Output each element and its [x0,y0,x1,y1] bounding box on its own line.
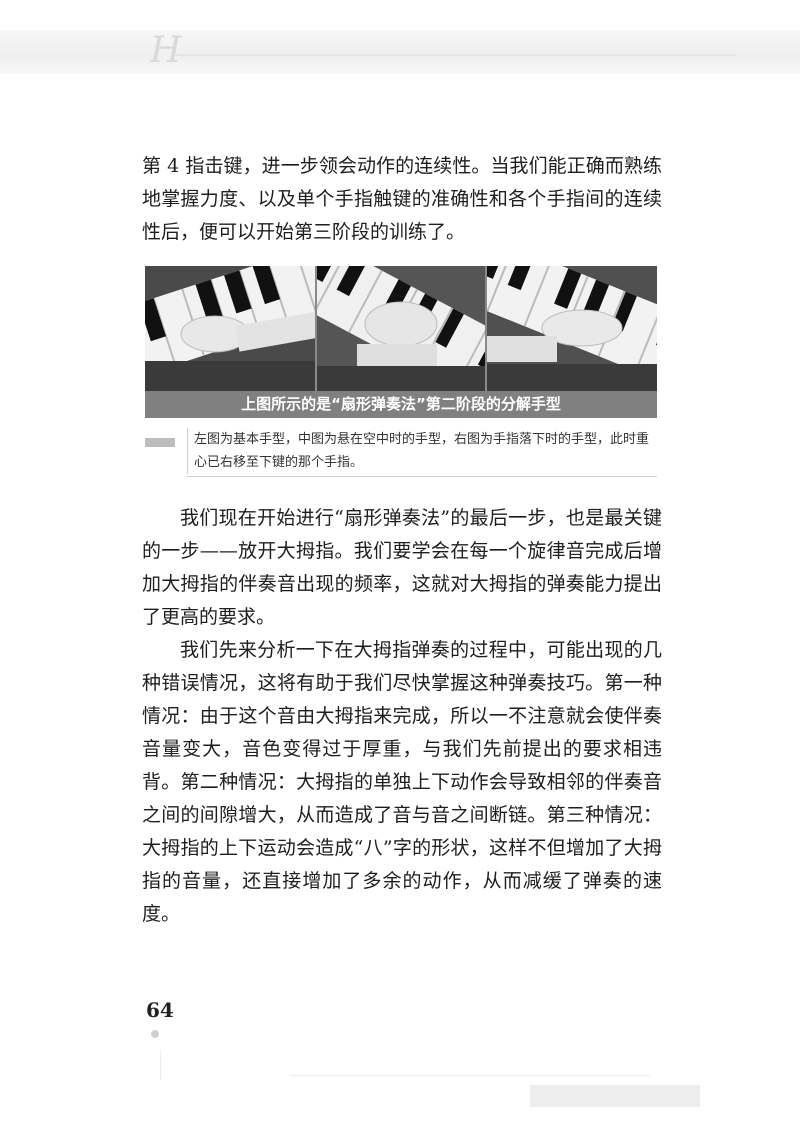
running-header-logo: H [150,30,183,71]
footer-block [530,1085,700,1107]
piano-hand-photo-strip: 上图所示的是“扇形弹奏法”第二阶段的分解手型 [145,266,657,418]
footer-rule [290,1075,650,1076]
figure-note-text: 左图为基本手型，中图为悬在空中时的手型，右图为手指落下时的手型，此时重心已右移至… [187,428,657,474]
figure-note-box: 左图为基本手型，中图为悬在空中时的手型，右图为手指落下时的手型，此时重心已右移至… [145,426,657,478]
running-header-rule [175,54,735,56]
page-number-dot [151,1030,159,1038]
photo-basic-hand-shape [145,266,315,391]
page-number: 64 [146,998,174,1022]
running-header-band [0,30,800,74]
figure-caption: 上图所示的是“扇形弹奏法”第二阶段的分解手型 [145,391,657,418]
note-marker [145,438,175,447]
paragraph-thumb-errors: 我们先来分析一下在大拇指弹奏的过程中，可能出现的几种错误情况，这将有助于我们尽快… [142,639,662,925]
photo-finger-down-hand-shape [487,266,657,391]
paragraph-intro: 第 4 指击键，进一步领会动作的连续性。当我们能正确而熟练地掌握力度、以及单个手… [142,155,662,243]
margin-line [160,1050,161,1080]
paragraph-fan-method-final-step: 我们现在开始进行“扇形弹奏法”的最后一步，也是最关键的一步——放开大拇指。我们要… [142,507,662,628]
note-rule [187,476,657,477]
photo-hovering-hand-shape [317,266,485,391]
